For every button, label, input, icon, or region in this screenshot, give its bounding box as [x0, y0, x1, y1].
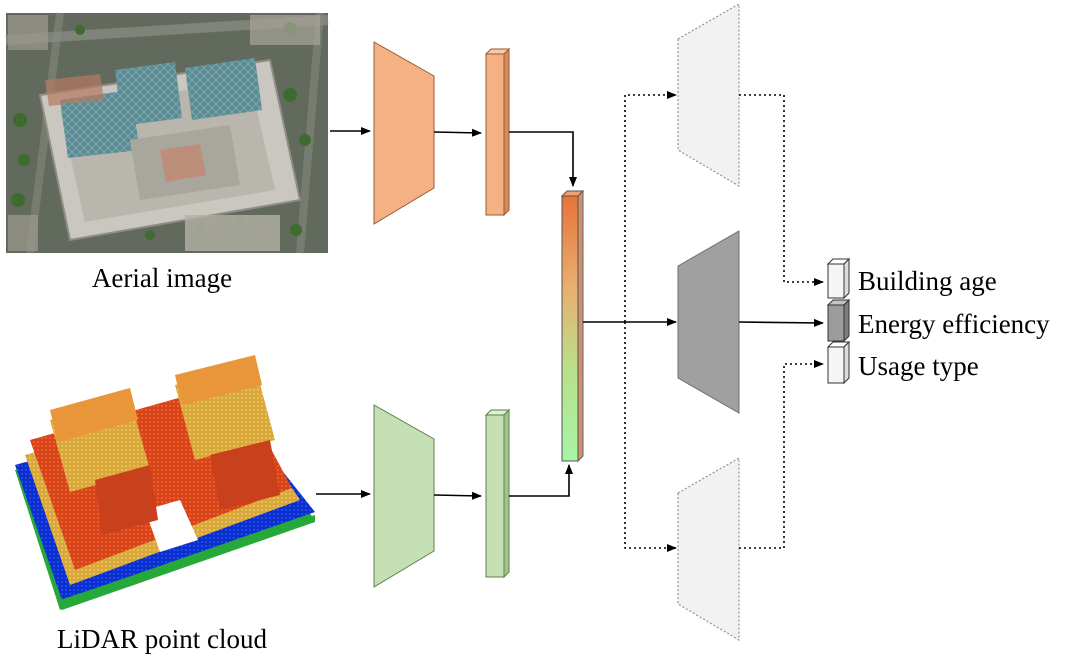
usage-type-decoder — [677, 456, 740, 642]
energy-efficiency-decoder — [677, 230, 740, 414]
output-label-building-age: Building age — [858, 266, 997, 296]
output-usage-type — [826, 340, 851, 385]
lidar-feature-vector — [484, 408, 511, 579]
arrow-aerial-feature-to-fused — [509, 131, 577, 187]
dotted-arrow-usage-decoder-to-output — [739, 360, 824, 549]
output-building-age — [826, 257, 851, 300]
arrow-lidar-feature-to-fused — [509, 464, 573, 497]
lidar-point-cloud — [15, 355, 315, 610]
dotted-arrow-age-decoder-to-output — [739, 94, 824, 286]
lidar-encoder — [373, 404, 435, 588]
dotted-arrow-to-usage-decoder — [624, 322, 677, 552]
aerial-image-label: Aerial image — [92, 263, 232, 293]
arrow-lidar-encoder-to-feature — [433, 491, 482, 500]
output-energy-efficiency — [826, 298, 851, 343]
arrow-aerial-encoder-to-feature — [433, 128, 482, 137]
aerial-encoder — [373, 41, 435, 225]
output-label-energy-efficiency: Energy efficiency — [858, 309, 1050, 339]
aerial-feature-vector — [484, 47, 511, 217]
output-label-usage-type: Usage type — [858, 351, 979, 381]
aerial-image — [5, 12, 329, 254]
arrow-energy-decoder-to-output — [738, 318, 824, 327]
lidar-point-cloud-label: LiDAR point cloud — [57, 624, 267, 654]
dotted-arrow-to-age-decoder — [624, 91, 677, 322]
building-age-decoder — [677, 2, 740, 188]
fused-feature-vector — [560, 189, 585, 463]
